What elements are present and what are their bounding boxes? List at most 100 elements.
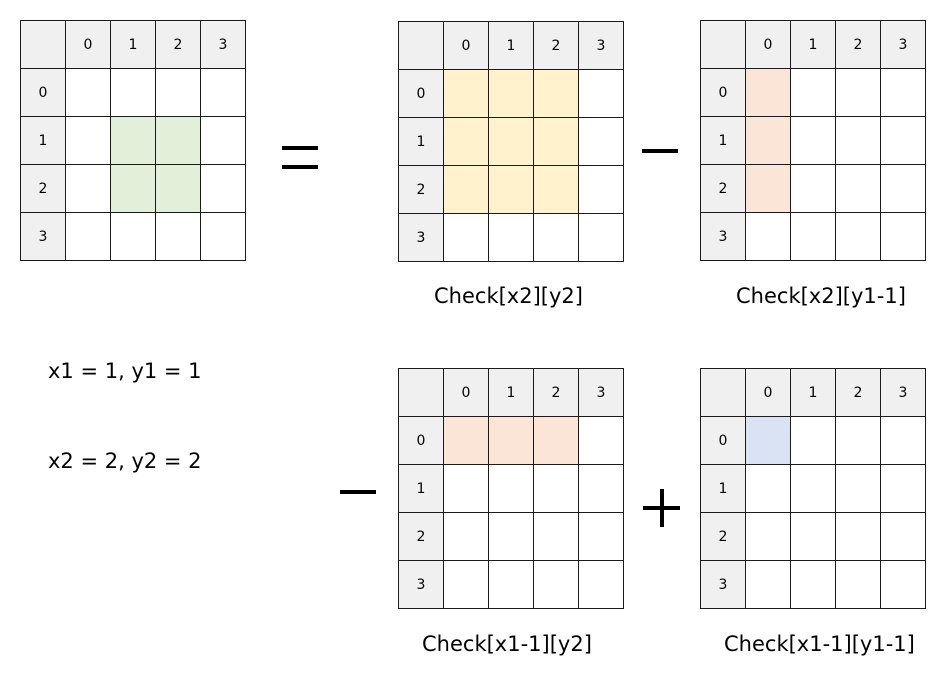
highlighted-cell: [533, 416, 579, 465]
grid-cell: [110, 68, 156, 117]
row-header: 2: [700, 512, 746, 561]
column-header: 2: [533, 21, 579, 70]
highlighted-cell: [443, 416, 489, 465]
grid-cell: [880, 68, 926, 117]
row-header: 3: [398, 213, 444, 262]
row-header: 0: [700, 416, 746, 465]
grid-cell: [578, 165, 624, 214]
grid-cell: [835, 416, 881, 465]
highlighted-cell: [533, 117, 579, 166]
highlighted-cell: [155, 164, 201, 213]
grid-cell: [443, 213, 489, 262]
grid-cell: [443, 560, 489, 609]
grid-cell: [880, 560, 926, 609]
column-header: 3: [880, 20, 926, 69]
highlighted-cell: [443, 117, 489, 166]
column-header: 0: [745, 368, 791, 417]
grid-cell: [578, 416, 624, 465]
column-header: 0: [65, 20, 111, 69]
grid-cell: [488, 512, 534, 561]
grid-cell: [880, 212, 926, 261]
grid-cell: [835, 464, 881, 513]
highlighted-cell: [745, 68, 791, 117]
grid-cell: [880, 116, 926, 165]
grid-cell: [745, 212, 791, 261]
grid-cell: [835, 212, 881, 261]
grid-corner-cell: [700, 20, 746, 69]
row-header: 1: [700, 464, 746, 513]
grid-cell: [155, 68, 201, 117]
grid-corner-cell: [700, 368, 746, 417]
grid-cell: [880, 416, 926, 465]
highlighted-cell: [533, 165, 579, 214]
grid-cell: [200, 68, 246, 117]
grid-cell: [488, 464, 534, 513]
grid-cell: [578, 560, 624, 609]
grid-corner-cell: [398, 368, 444, 417]
column-header: 1: [488, 21, 534, 70]
highlighted-cell: [533, 69, 579, 118]
highlighted-cell: [745, 164, 791, 213]
row-header: 0: [20, 68, 66, 117]
grid-cell: [790, 68, 836, 117]
row-header: 0: [398, 69, 444, 118]
grid-corner-cell: [20, 20, 66, 69]
grid-cell: [65, 68, 111, 117]
row-header: 3: [700, 212, 746, 261]
grid-cell: [790, 512, 836, 561]
grid-cell: [835, 512, 881, 561]
grid-cell: [578, 213, 624, 262]
grid-cell: [443, 464, 489, 513]
grid-cell: [533, 560, 579, 609]
grid-cell: [790, 464, 836, 513]
grid-cell: [835, 68, 881, 117]
column-header: 3: [880, 368, 926, 417]
caption-check-x2-y1m1: Check[x2][y1-1]: [736, 284, 906, 308]
grid-cell: [488, 560, 534, 609]
grid-cell: [443, 512, 489, 561]
grid-cell: [835, 116, 881, 165]
caption-check-x1m1-y2: Check[x1-1][y2]: [422, 632, 592, 656]
grid-cell: [200, 164, 246, 213]
grid-cell: [578, 464, 624, 513]
column-header: 2: [835, 20, 881, 69]
grid-cell: [65, 164, 111, 213]
grid-cell: [578, 512, 624, 561]
column-header: 0: [443, 21, 489, 70]
highlighted-cell: [488, 165, 534, 214]
grid-cell: [790, 416, 836, 465]
column-header: 3: [578, 368, 624, 417]
grid-cell: [578, 117, 624, 166]
column-header: 2: [835, 368, 881, 417]
caption-check-x1m1-y1m1: Check[x1-1][y1-1]: [724, 632, 915, 656]
grid-cell: [65, 116, 111, 165]
grid-cell: [745, 464, 791, 513]
highlighted-cell: [488, 416, 534, 465]
grid-cell: [488, 213, 534, 262]
caption-check-x2-y2: Check[x2][y2]: [434, 284, 583, 308]
row-header: 0: [700, 68, 746, 117]
row-header: 1: [398, 464, 444, 513]
column-header: 1: [790, 20, 836, 69]
highlighted-cell: [488, 69, 534, 118]
grid-cell: [155, 212, 201, 261]
column-header: 3: [578, 21, 624, 70]
grid-cell: [790, 212, 836, 261]
grid-cell: [790, 116, 836, 165]
grid-cell: [533, 464, 579, 513]
column-header: 3: [200, 20, 246, 69]
highlighted-cell: [110, 164, 156, 213]
highlighted-cell: [110, 116, 156, 165]
grid-cell: [533, 213, 579, 262]
grid-cell: [578, 69, 624, 118]
grid-cell: [790, 164, 836, 213]
grid-cell: [200, 116, 246, 165]
column-header: 0: [443, 368, 489, 417]
grid-cell: [835, 560, 881, 609]
variables-line-2: x2 = 2, y2 = 2: [48, 449, 202, 473]
variables-line-1: x1 = 1, y1 = 1: [48, 359, 202, 383]
column-header: 2: [155, 20, 201, 69]
